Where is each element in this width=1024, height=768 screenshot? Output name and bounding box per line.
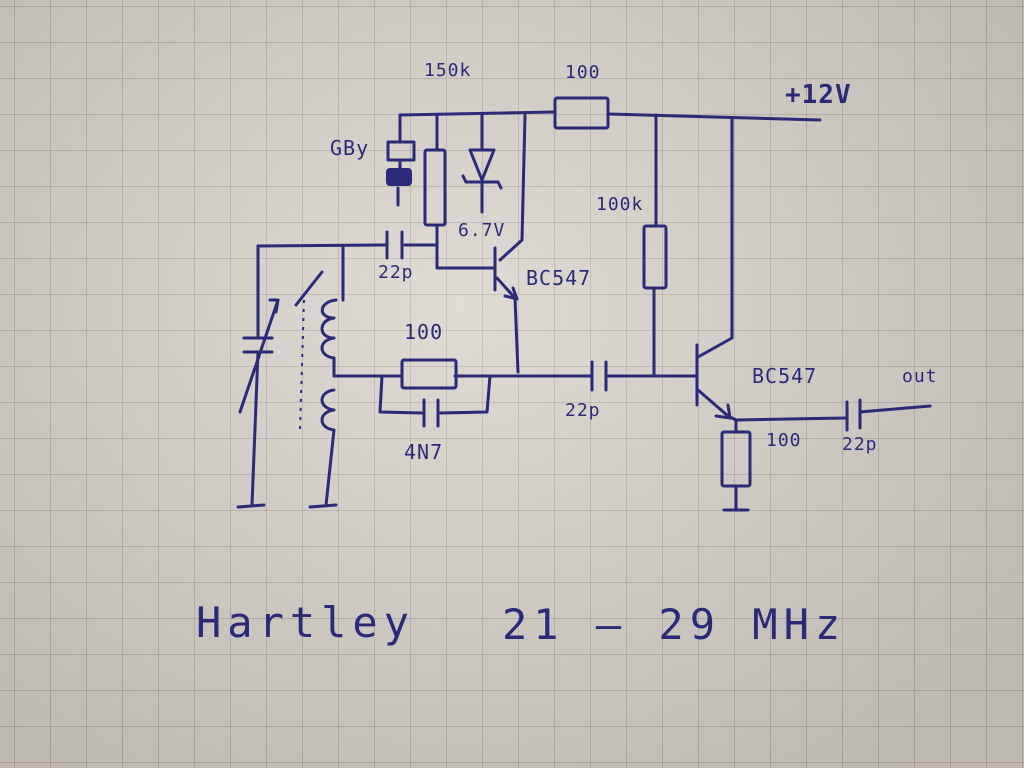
capacitor-22p-out: [845, 398, 862, 432]
frequency-range: 21 – 29 MHz: [502, 600, 847, 649]
inductor-core: [299, 299, 305, 431]
label-zener: 6.7V: [458, 220, 506, 241]
label-out: out: [902, 366, 938, 387]
label-gby: GBy: [330, 136, 370, 160]
label-supply: +12V: [785, 80, 852, 110]
ground-left: [236, 503, 266, 509]
label-100-top: 100: [565, 62, 601, 83]
q2-emitter-wire: [726, 404, 932, 434]
label-150k: 150k: [424, 60, 472, 81]
gby-ground-block: [386, 168, 412, 186]
capacitor-22p-a: [385, 230, 404, 260]
resistor-100k: [642, 224, 668, 290]
resistor-100-emitter: [720, 430, 752, 488]
r100k-leads: [652, 113, 658, 378]
cap-4n7-leads: [378, 374, 492, 415]
label-22p-out: 22p: [842, 434, 878, 455]
varcap-arrow: [268, 298, 280, 314]
r150k-leads: [435, 113, 497, 270]
label-100-emitter: 100: [766, 430, 802, 451]
gby-component: [386, 140, 416, 162]
capacitor-4n7: [422, 398, 440, 428]
q1-collector-wire: [498, 113, 527, 262]
label-22p-a: 22p: [378, 262, 414, 283]
capacitor-22p-b: [590, 360, 608, 392]
q2-transistor: [695, 116, 734, 418]
q1-emitter-arrow: [503, 286, 519, 301]
label-q2: BC547: [752, 364, 818, 388]
tapped-inductor: [320, 298, 338, 507]
resistor-150k: [423, 148, 447, 227]
inductor-tuning-slug: [294, 270, 324, 307]
supply-rail: [398, 110, 822, 122]
resistor-100-top: [553, 96, 610, 130]
resistor-100-mid: [400, 358, 458, 390]
q1-transistor: [493, 246, 520, 374]
label-22p-b: 22p: [565, 400, 601, 421]
cap-22p-a-leads: [256, 243, 439, 248]
variable-capacitor: [238, 298, 280, 414]
ground-emitter: [722, 484, 750, 512]
label-q1: BC547: [526, 266, 592, 290]
varcap-leads: [250, 244, 260, 507]
zener-diode: [461, 148, 503, 190]
label-100-mid: 100: [404, 320, 444, 344]
diagram-title: Hartley: [196, 598, 416, 647]
label-100k: 100k: [596, 194, 644, 215]
ground-coil: [308, 503, 338, 509]
label-4n7: 4N7: [404, 440, 444, 464]
